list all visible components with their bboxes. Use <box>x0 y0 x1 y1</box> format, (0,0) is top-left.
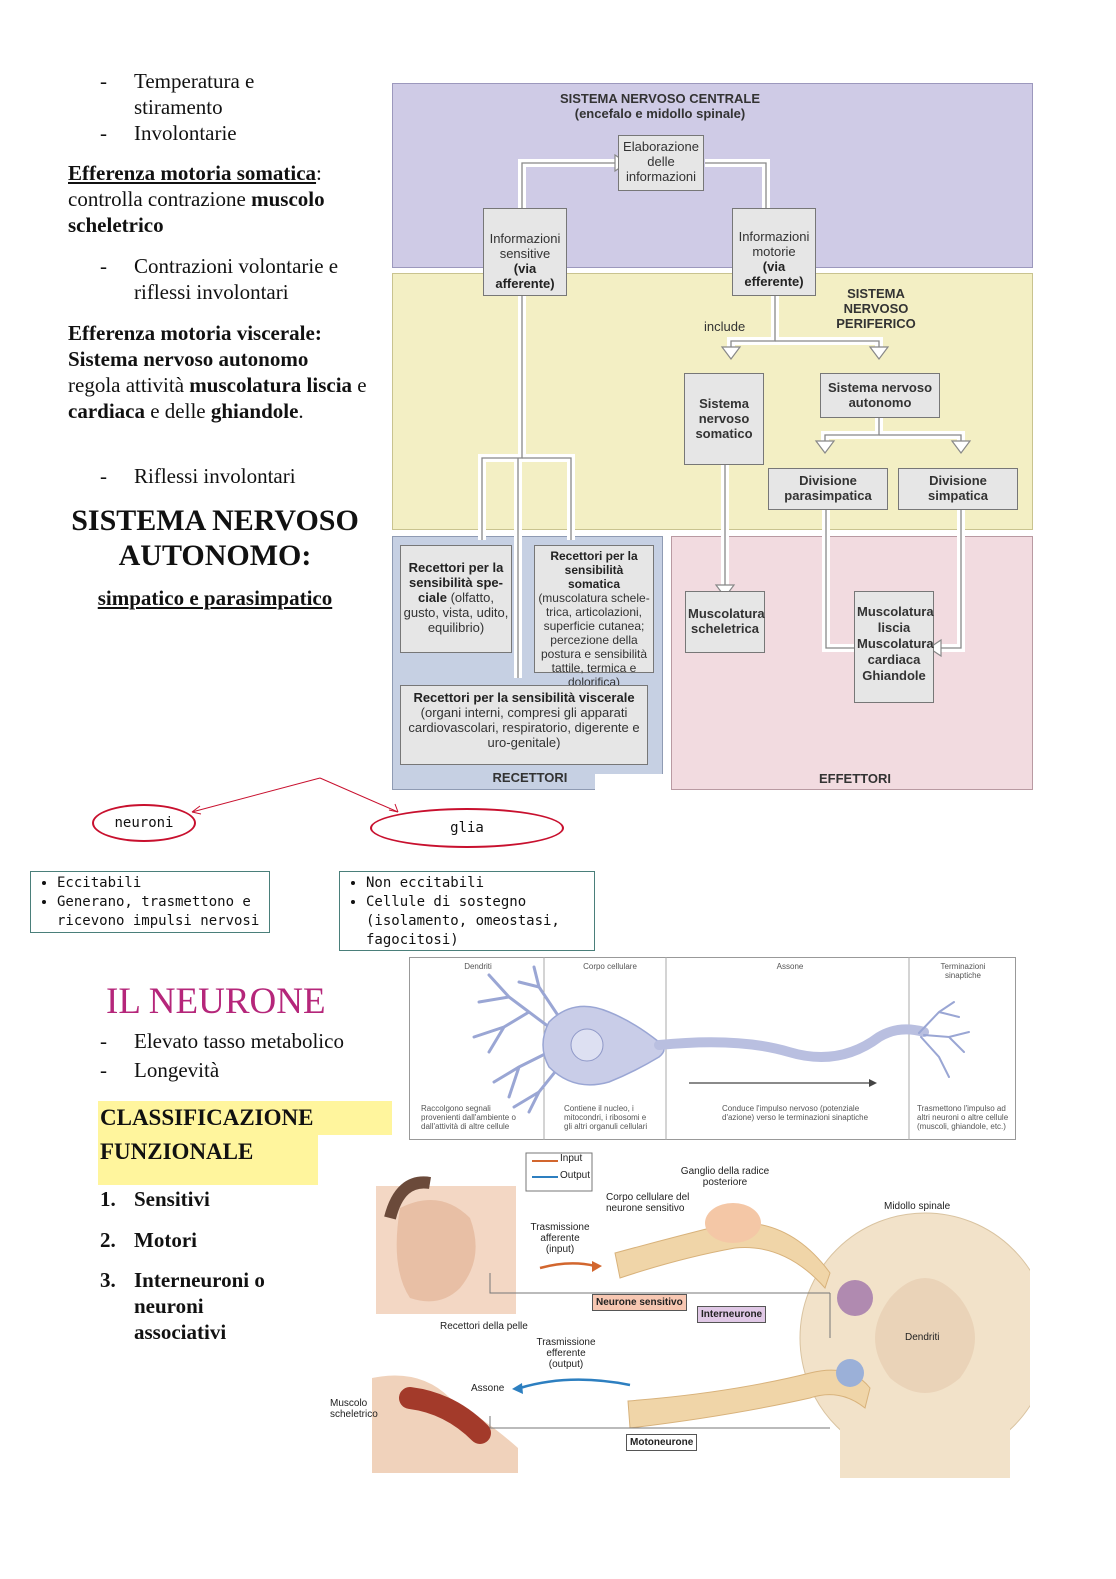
recettori-pelle-label: Recettori della pelle <box>440 1321 528 1332</box>
recettori-viscerale-box: Recettori per la sensibilità viscerale (… <box>400 685 648 765</box>
classificazione-highlight-2 <box>98 1135 318 1185</box>
legend-input: Input <box>560 1153 583 1164</box>
interneurone-tag: Interneurone <box>697 1306 767 1323</box>
neuron-header-terminazioni: Terminazioni sinaptiche <box>940 962 986 980</box>
viscerale-text3: e delle <box>144 399 211 423</box>
efferenza-viscerale-paragraph: Efferenza motoria viscerale: Sistema ner… <box>68 320 368 424</box>
include-label: include <box>704 319 746 334</box>
snp-title: SISTEMA NERVOSO PERIFERICO <box>836 286 916 331</box>
recettori-speciale-bold: Recettori per la sensibilità spe-ciale <box>408 560 504 605</box>
muscolatura-cardiaca-label: Muscolatura cardiaca <box>857 636 934 667</box>
parasimpatica-box: Divisione parasimpatica <box>768 468 888 510</box>
elaborazione-box: Elaborazione delle informazioni <box>618 135 704 191</box>
diagram-arrows <box>478 153 972 678</box>
neuron-header-dendriti: Dendriti <box>464 962 492 971</box>
recettori-label: RECETTORI <box>492 770 568 785</box>
neuroni-item-1: Eccitabili <box>57 874 263 893</box>
class-label-1: Sensitivi <box>134 1187 210 1211</box>
corpo-cellulare-label: Corpo cellulare del neurone sensitivo <box>606 1192 690 1214</box>
neuroni-note: Eccitabili Generano, trasmettono e ricev… <box>30 871 270 933</box>
classificazione-line2: FUNZIONALE <box>100 1139 254 1164</box>
muscolo-label: Muscolo scheletrico <box>330 1398 378 1420</box>
sna-subtitle: simpatico e parasimpatico <box>97 586 333 610</box>
neuron-header-assone: Assone <box>776 962 804 971</box>
snc-title: SISTEMA NERVOSO CENTRALE <box>559 91 761 106</box>
concept-map-lines <box>191 777 399 815</box>
neuron-caption-dendriti: Raccolgono segnali provenienti dall'ambi… <box>421 1104 516 1131</box>
effettori-label: EFFETTORI <box>819 771 891 786</box>
neuron-header-corpo: Corpo cellulare <box>583 962 637 971</box>
info-motorie-label: Informazioni motorie <box>738 229 810 259</box>
trasm-afferente-label: Trasmissione afferente (input) <box>530 1222 590 1255</box>
class-label-3: Interneuroni o neuroni associativi <box>134 1268 265 1344</box>
neuron-figure <box>409 957 1016 1140</box>
sna-title: SISTEMA NERVOSO AUTONOMO: <box>71 504 359 572</box>
dendriti-label: Dendriti <box>905 1332 940 1343</box>
ghiandole-label: Ghiandole <box>862 668 926 683</box>
autonomo-box: Sistema nervoso autonomo <box>820 373 940 418</box>
recettori-speciale-rest: (olfatto, gusto, vista, udito, equilibri… <box>403 590 509 635</box>
legend-output: Output <box>560 1170 591 1181</box>
midollo-label: Midollo spinale <box>884 1201 951 1212</box>
recettori-somatica-box: Recettori per la sensibilità somatica (m… <box>534 545 654 689</box>
classificazione-line1: CLASSIFICAZIONE <box>100 1105 314 1130</box>
via-efferente-label: (via efferente) <box>744 259 804 289</box>
assone-label: Assone <box>471 1383 505 1394</box>
sna-heading: Sistema nervoso autonomo <box>68 347 309 371</box>
classificazione-heading: CLASSIFICAZIONE FUNZIONALE <box>100 1101 313 1169</box>
viscerale-bold3: ghiandole <box>210 399 299 423</box>
viscerale-text1: regola attività <box>68 373 190 397</box>
efferenza-viscerale-heading: Efferenza motoria viscerale: <box>68 321 322 345</box>
muscolatura-liscia-label: Muscolatura liscia <box>857 604 934 635</box>
glia-item-1: Non eccitabili <box>366 874 588 893</box>
glia-item-2: Cellule di sostegno (isolamento, omeosta… <box>366 893 588 950</box>
viscerale-bold2: cardiaca <box>68 399 145 423</box>
muscolatura-scheletrica-box: Muscolatura scheletrica <box>685 591 765 653</box>
glia-note: Non eccitabili Cellule di sostegno (isol… <box>339 871 595 951</box>
info-motorie-box: Informazioni motorie (via efferente) <box>732 208 816 296</box>
effettori-region <box>671 536 1033 790</box>
class-num-3: 3. <box>100 1268 116 1292</box>
recettori-speciale-box: Recettori per la sensibilità spe-ciale (… <box>400 545 512 653</box>
snc-subtitle: (encefalo e midollo spinale) <box>574 106 746 121</box>
class-item-2: 2. Motori <box>100 1227 197 1253</box>
ganglio-label: Ganglio della radice posteriore <box>680 1166 770 1188</box>
recettori-label-cover <box>595 774 665 792</box>
neuron-drawing <box>472 957 970 1140</box>
recettori-somatica-bold: Recettori per la sensibilità somatica <box>550 549 638 591</box>
trasm-efferente-label: Trasmissione efferente (output) <box>536 1337 596 1370</box>
info-sensitive-label: Informazioni sensitive <box>489 231 561 261</box>
neuron-caption-assone: Conduce l'impulso nervoso (potenziale d'… <box>722 1104 869 1122</box>
simpatica-box: Divisione simpatica <box>898 468 1018 510</box>
reflex-drawing <box>372 1152 1030 1478</box>
effettori-lisci-box: Muscolatura liscia Muscolatura cardiaca … <box>854 591 934 703</box>
neurone-title: IL NEURONE <box>106 981 326 1022</box>
somatico-box: Sistema nervoso somatico <box>684 373 764 465</box>
efferenza-somatica-heading: Efferenza motoria somatica <box>68 161 317 185</box>
via-afferente-label: (via afferente) <box>495 261 555 291</box>
recettori-viscerale-rest: (organi interni, compresi gli apparati c… <box>408 705 640 750</box>
recettori-somatica-rest: (muscolatura schele-trica, articolazioni… <box>538 591 650 689</box>
viscerale-text4: . <box>298 399 304 423</box>
viscerale-text2: e <box>352 373 367 397</box>
class-item-1: 1. Sensitivi <box>100 1186 210 1212</box>
efferenza-somatica-bold: muscolo scheletrico <box>68 187 325 237</box>
recettori-viscerale-bold: Recettori per la sensibilità viscerale <box>413 690 635 705</box>
class-item-3: 3. Interneuroni o neuroni associativi <box>100 1267 320 1344</box>
class-label-2: Motori <box>134 1228 197 1252</box>
efferenza-somatica-text: controlla contrazione <box>68 187 252 211</box>
efferenza-somatica-paragraph: Efferenza motoria somatica: controlla co… <box>68 161 325 237</box>
glia-oval: glia <box>370 808 564 848</box>
viscerale-bold1: muscolatura liscia <box>189 373 353 397</box>
neuron-caption-corpo: Contiene il nucleo, i mitocondri, i ribo… <box>564 1104 648 1131</box>
class-num-2: 2. <box>100 1228 116 1252</box>
motoneurone-tag: Motoneurone <box>626 1434 698 1451</box>
classificazione-highlight-1 <box>98 1101 392 1135</box>
neuroni-oval: neuroni <box>92 804 196 842</box>
neuron-caption-terminazioni: Trasmettono l'impulso ad altri neuroni o… <box>917 1104 1009 1131</box>
info-sensitive-box: Informazioni sensitive (via afferente) <box>483 208 567 296</box>
neuroni-item-2: Generano, trasmettono e ricevono impulsi… <box>57 893 263 931</box>
class-num-1: 1. <box>100 1187 116 1211</box>
neurone-sensitivo-tag: Neurone sensitivo <box>592 1294 687 1311</box>
